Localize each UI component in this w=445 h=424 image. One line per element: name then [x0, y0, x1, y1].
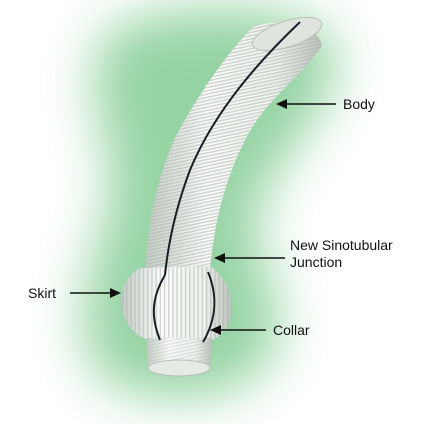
- label-stj-line1: New Sinotubular: [290, 237, 393, 254]
- label-new-sinotubular-junction: New Sinotubular Junction: [290, 237, 393, 271]
- graft-collar: [146, 338, 212, 376]
- label-body: Body: [343, 96, 375, 113]
- label-collar: Collar: [273, 322, 310, 339]
- label-skirt: Skirt: [28, 285, 56, 302]
- label-stj-line2: Junction: [290, 254, 393, 271]
